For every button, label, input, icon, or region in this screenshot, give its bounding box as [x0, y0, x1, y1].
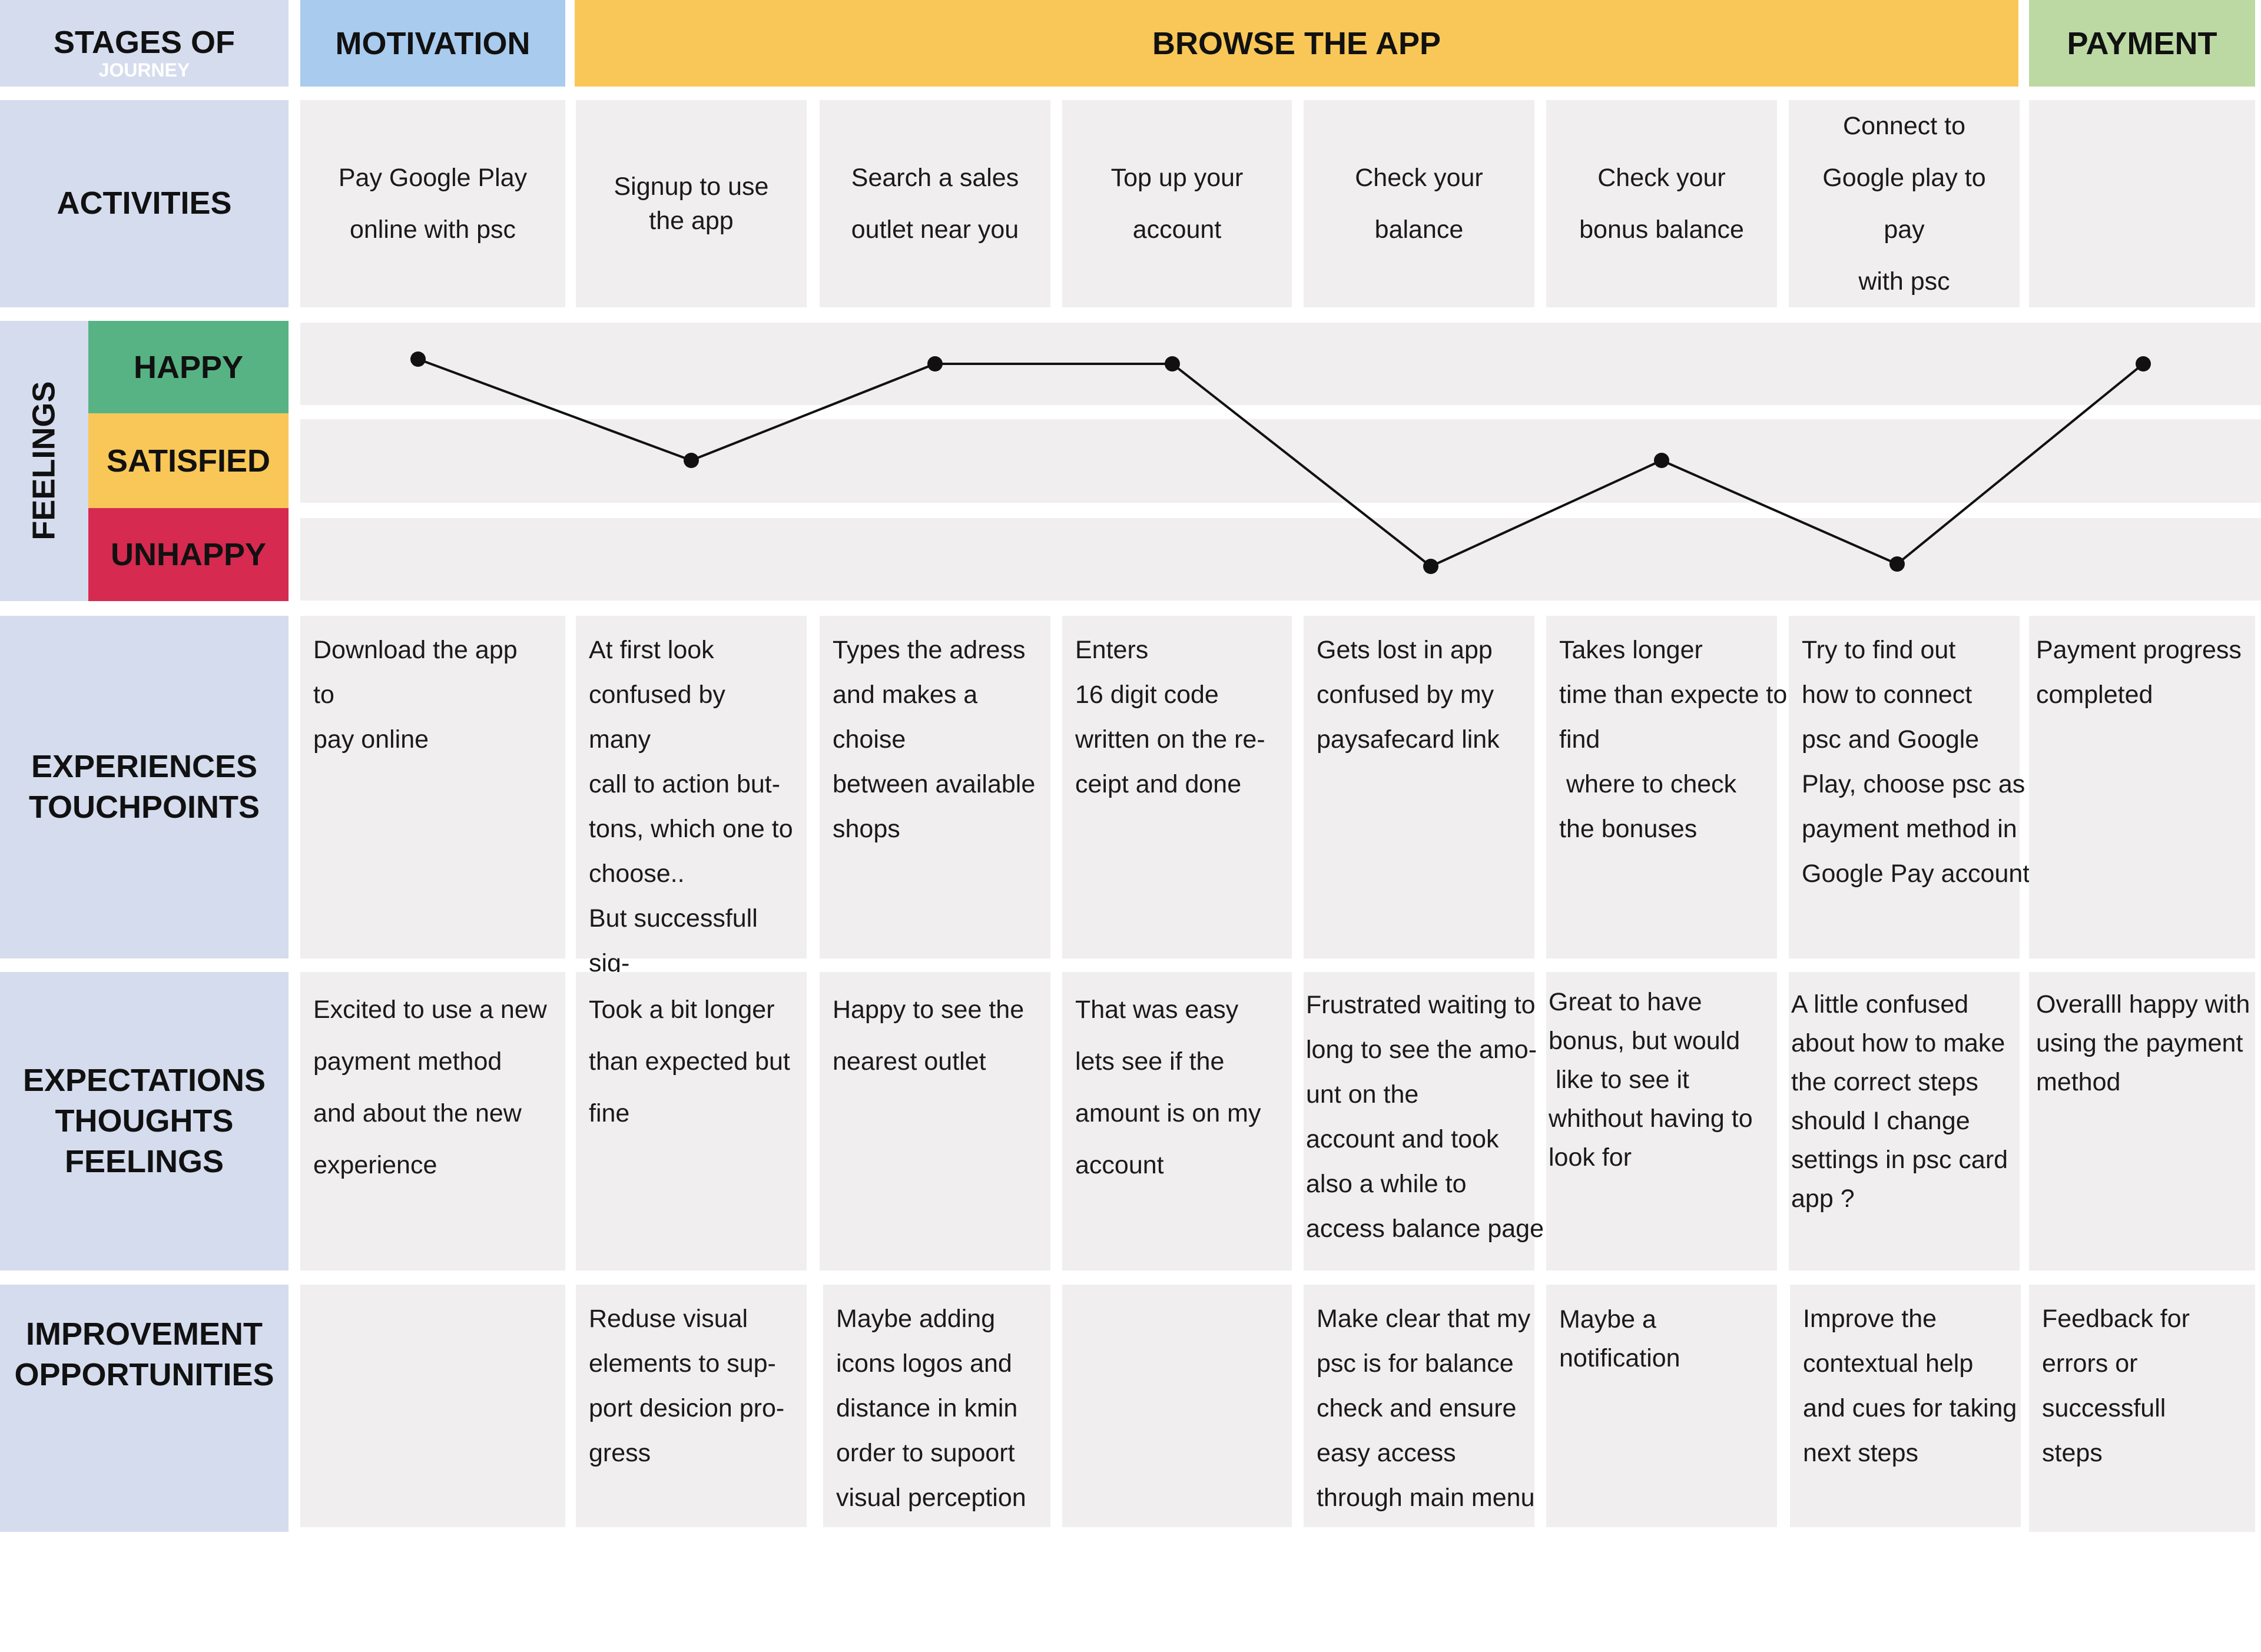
- activity-card: Search a sales outlet near you: [820, 100, 1050, 307]
- activity-card: Check your balance: [1304, 100, 1534, 307]
- activity-card: Check your bonus balance: [1546, 100, 1777, 307]
- journey-label: JOURNEY: [98, 59, 190, 81]
- feelings-band-satisfied: [300, 419, 2261, 503]
- experience-card: Payment progress completed: [2029, 616, 2255, 958]
- emotion-point-6: [1654, 453, 1669, 468]
- expectation-card: That was easy lets see if the amount is …: [1062, 972, 1292, 1270]
- emotion-point-2: [684, 453, 699, 468]
- stage-browse-the-app: BROWSE THE APP: [575, 0, 2018, 87]
- experiences-label-line2: TOUCHPOINTS: [28, 789, 260, 825]
- expectation-card: Overalll happy with using the payment me…: [2029, 972, 2255, 1270]
- emotion-point-1: [410, 351, 426, 367]
- stage-motivation: MOTIVATION: [300, 0, 565, 87]
- activity-card: Connect to Google play to pay with psc: [1789, 100, 2020, 307]
- expectation-card: Excited to use a new payment method and …: [300, 972, 565, 1270]
- stage-payment-label: PAYMENT: [2067, 25, 2217, 61]
- improvement-card: [1062, 1285, 1292, 1527]
- activity-text: Top up your account: [1110, 164, 1244, 244]
- emotion-point-8: [2136, 356, 2151, 371]
- activity-text: Pay Google Play online with psc: [338, 164, 528, 244]
- emotion-curve-layer: [410, 351, 2151, 574]
- activity-text: Signup to use the app: [614, 173, 769, 235]
- expectations-label-line2: THOUGHTS: [55, 1103, 234, 1139]
- experience-card: Try to find out how to connect psc and G…: [1789, 616, 2030, 958]
- activity-text: Connect to Google play to pay with psc: [1822, 112, 1986, 296]
- emotion-point-5: [1423, 559, 1438, 574]
- activity-card: [2029, 100, 2255, 307]
- experience-card: Takes longer time than expecte to find w…: [1546, 616, 1787, 958]
- feelings-band-happy: [300, 323, 2261, 405]
- feelings-band-unhappy: [300, 518, 2261, 601]
- improvement-card: Maybe a notification: [1546, 1285, 1777, 1527]
- expectation-card: Happy to see the nearest outlet: [820, 972, 1050, 1270]
- mood-unhappy: UNHAPPY: [88, 508, 289, 601]
- mood-happy-label: HAPPY: [133, 349, 244, 385]
- row-label-feelings: FEELINGS: [0, 321, 88, 601]
- improvement-card: [300, 1285, 565, 1527]
- mood-unhappy-label: UNHAPPY: [110, 537, 267, 572]
- experience-card: Types the adress and makes a choise betw…: [820, 616, 1050, 958]
- stage-payment: PAYMENT: [2029, 0, 2255, 87]
- activity-text: Search a sales outlet near you: [851, 164, 1019, 244]
- mood-satisfied: SATISFIED: [88, 413, 289, 508]
- improvements-label-line2: OPPORTUNITIES: [14, 1357, 274, 1393]
- activity-text: Check your balance: [1355, 164, 1483, 244]
- mood-happy: HAPPY: [88, 321, 289, 413]
- improvement-card: Make clear that my psc is for balance ch…: [1304, 1285, 1535, 1527]
- improvement-card: Improve the contextual help and cues for…: [1790, 1285, 2021, 1527]
- expectations-label-line3: FEELINGS: [64, 1144, 224, 1180]
- mood-satisfied-label: SATISFIED: [106, 443, 270, 479]
- activity-text: Check your bonus balance: [1579, 164, 1744, 244]
- expectations-label-line1: EXPECTATIONS: [22, 1062, 266, 1098]
- improvement-card: Feedback for errors or successfull steps: [2029, 1285, 2255, 1532]
- activity-card: Pay Google Play online with psc: [300, 100, 565, 307]
- expectation-card: Took a bit longer than expected but fine: [576, 972, 807, 1270]
- experiences-label-line1: EXPERIENCES: [31, 748, 258, 784]
- improvement-card: Reduse visual elements to sup- port desi…: [576, 1285, 807, 1527]
- experience-card: Download the app to pay online: [300, 616, 565, 958]
- activity-card: Signup to use the app: [576, 100, 807, 307]
- expectation-card: A little confused about how to make the …: [1789, 972, 2020, 1270]
- row-label-expectations: EXPECTATIONS THOUGHTS FEELINGS: [0, 972, 289, 1270]
- expectation-card: Frustrated waiting to long to see the am…: [1304, 972, 1544, 1270]
- emotion-curve-line: [417, 358, 2144, 568]
- stages-of-label: STAGES OF: [53, 24, 236, 60]
- emotion-point-7: [1889, 556, 1905, 572]
- experience-card: Gets lost in app confused by my paysafec…: [1304, 616, 1534, 958]
- experience-card: Enters 16 digit code written on the re- …: [1062, 616, 1292, 958]
- expectation-card: Great to have bonus, but would like to s…: [1546, 972, 1777, 1270]
- improvements-label-line1: IMPROVEMENT: [25, 1316, 263, 1352]
- stage-motivation-label: MOTIVATION: [335, 25, 531, 61]
- emotion-point-4: [1165, 356, 1180, 371]
- stages-of-journey-header: STAGES OF JOURNEY: [0, 0, 289, 87]
- row-label-activities: ACTIVITIES: [0, 100, 289, 307]
- activity-card: Top up your account: [1062, 100, 1292, 307]
- row-label-improvements: IMPROVEMENT OPPORTUNITIES: [0, 1285, 289, 1532]
- activities-label: ACTIVITIES: [57, 185, 232, 221]
- emotion-point-3: [927, 356, 943, 371]
- stage-browse-label: BROWSE THE APP: [1152, 25, 1441, 61]
- improvement-card: Maybe adding icons logos and distance in…: [823, 1285, 1050, 1527]
- experience-card: At first look confused by many call to a…: [576, 616, 807, 1022]
- row-label-experiences: EXPERIENCES TOUCHPOINTS: [0, 616, 289, 958]
